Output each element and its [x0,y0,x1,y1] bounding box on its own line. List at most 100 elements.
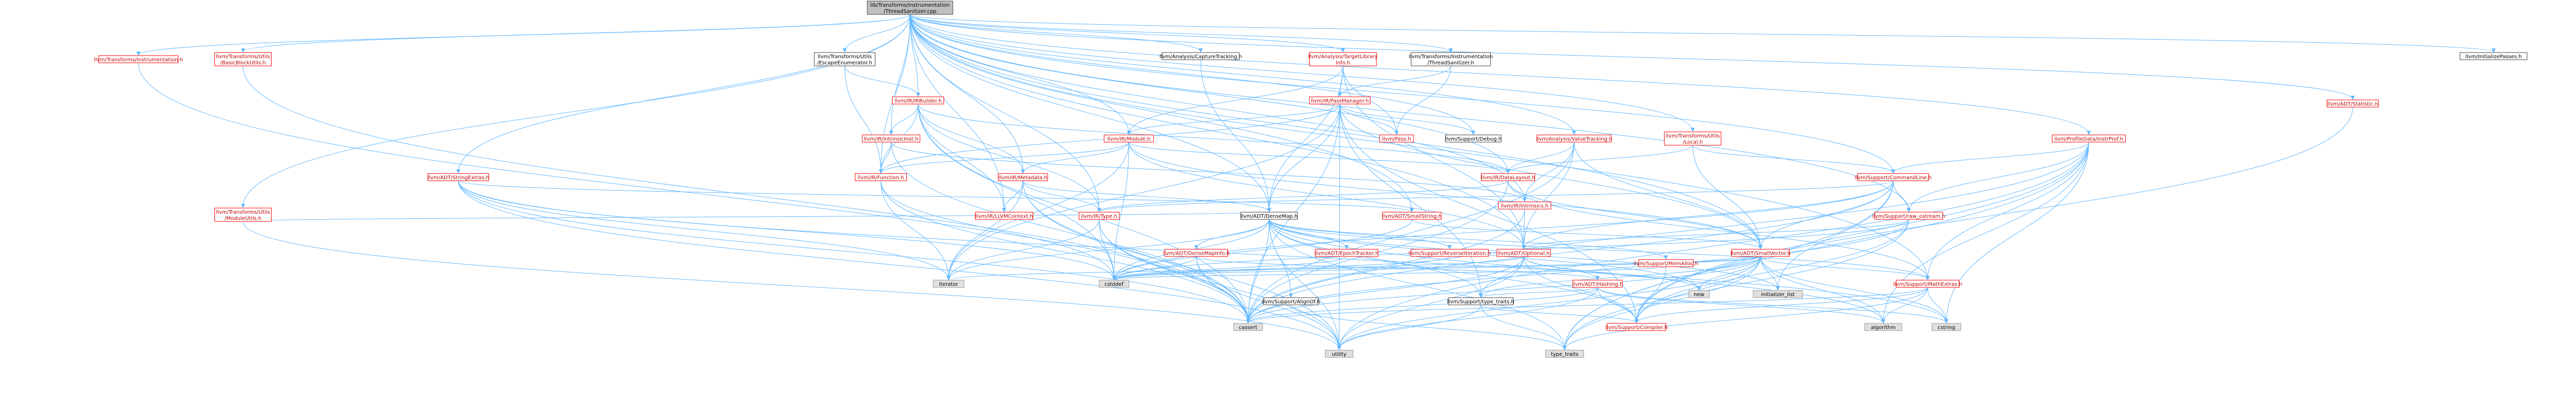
node-box [854,173,907,181]
edge [1126,104,1340,135]
node-initializerlist[interactable]: initializer_list [1753,290,1803,298]
edge-profiledata-to-utility [1337,142,2090,350]
node-function[interactable]: llvm/IR/Function.h [854,173,907,181]
edge [1337,256,1524,350]
node-label: llvm/Support/ReverseIteration.h [1409,251,1491,256]
edge [946,180,1023,280]
node-type[interactable]: llvm/IR/Type.h [1079,212,1120,220]
edge [241,14,911,53]
node-memalloc[interactable]: llvm/Support/MemAlloc.h [1634,259,1698,267]
edge [1907,142,2090,212]
node-densemapinfo[interactable]: llvm/ADT/DenseMapInfo.h [1163,249,1230,257]
node-instrumentation[interactable]: llvm/Transforms/Instrumentation.h [94,55,183,63]
node-box [892,96,945,105]
node-densemap[interactable]: llvm/ADT/DenseMap.h [1240,212,1298,220]
node-capturetracking[interactable]: llvm/Analysis/CaptureTracking.h [1159,52,1242,60]
node-datalayout[interactable]: llvm/IR/DataLayout.h [1481,173,1535,181]
edge [1507,180,1930,280]
node-typetraits[interactable]: type_traits [1545,350,1584,358]
node-optional[interactable]: llvm/ADT/Optional.h [1496,249,1551,257]
node-utilslocal[interactable]: llvm/Transforms/Utils/Local.h [1664,131,1722,146]
node-reverseiteration[interactable]: llvm/Support/ReverseIteration.h [1409,249,1491,257]
edge-irpassmanager-to-debug [1339,104,1475,135]
edge-profiledata-to-cstring [1944,142,2090,323]
node-stringextras[interactable]: llvm/ADT/StringExtras.h [428,173,490,181]
edge-valuetracking-to-optional [1521,142,1575,249]
node-cassert[interactable]: cassert [1233,323,1263,331]
edge [918,104,1025,174]
node-rawostream[interactable]: llvm/Support/raw_ostream.h [1872,212,1945,220]
node-box [1379,134,1414,143]
node-pass[interactable]: llvm/Pass.h [1379,134,1414,143]
node-profiledata[interactable]: llvm/ProfileData/InstrProf.h [2052,134,2126,143]
node-statistic[interactable]: llvm/ADT/Statistic.h [2327,99,2379,108]
edge [1634,107,2353,323]
node-new[interactable]: new [1688,290,1710,298]
node-intrinsics[interactable]: llvm/IR/Intrinsics.h [1498,201,1552,210]
node-cstddef[interactable]: cstddef [1099,280,1130,288]
edge [1522,180,1894,249]
node-threadsanitizerh[interactable]: llvm/Transforms/Instrumentation/ThreadSa… [1409,52,1493,66]
edge-densemap-to-algorithm [1269,219,1885,323]
node-initializepasses[interactable]: llvm/InitializePasses.h [2460,52,2528,60]
node-root[interactable]: lib/Transforms/Instrumentation/ThreadSan… [867,1,953,15]
node-label: llvm/Pass.h [1382,136,1411,142]
node-mathextras[interactable]: llvm/Support/MathExtras.h [1893,280,1962,288]
edge [879,142,1130,174]
edge [1523,256,1702,290]
edge-irpassmanager-to-densemap [1267,104,1340,212]
node-box [1410,52,1491,66]
edge [1394,65,1451,135]
node-basicblockutils[interactable]: llvm/Transforms/Utils/BasicBlockUtils.h [214,52,272,66]
node-moduleutils[interactable]: llvm/Transforms/Utils/ModuleUtils.h [214,208,272,222]
edge-smallvector-to-initializerlist [1760,256,1780,290]
node-intrinsicinst[interactable]: llvm/IR/IntrinsicInst.h [862,134,920,143]
node-iterator[interactable]: iterator [933,280,965,288]
edge-hashing-to-cassert [1246,287,1598,323]
edge-rawostream-to-compiler [1634,219,1909,323]
edge [910,14,1131,135]
node-commandline[interactable]: llvm/Support/CommandLine.h [1855,173,1931,181]
node-box [1099,280,1130,288]
node-box [1263,297,1319,305]
edge-layer [136,14,2496,350]
edge-optional-to-cstddef [1112,256,1524,280]
node-algorithm[interactable]: algorithm [1864,323,1902,331]
edge-alignof-to-typetraits [1290,304,1567,350]
node-utility[interactable]: utility [1325,350,1354,358]
node-label: type_traits [1551,352,1578,357]
node-box [1864,323,1902,331]
node-irpassmanager[interactable]: llvm/IR/PassManager.h [1309,96,1371,105]
edge-valuetracking-to-cassert [1245,142,1575,323]
edge [1246,142,2090,323]
node-hashing[interactable]: llvm/ADT/Hashing.h [1572,280,1623,288]
node-smallstring[interactable]: llvm/ADT/SmallString.h [1382,212,1442,220]
node-metadata[interactable]: llvm/IR/Metadata.h [998,173,1048,181]
edge [1523,256,1639,323]
edge [1574,142,1763,249]
node-escapeenumerator[interactable]: llvm/Transforms/Utils/EscapeEnumerator.h [814,52,875,66]
node-module[interactable]: llvm/IR/Module.h [1104,134,1154,143]
edge-irbuilder-to-datalayout [918,104,1510,174]
node-box [214,52,272,66]
edge-profiledata-to-compiler [1634,142,2090,323]
node-alignof[interactable]: llvm/Support/AlignOf.h [1262,297,1320,305]
node-llvmcontext[interactable]: llvm/IR/LLVMContext.h [975,212,1034,220]
node-valuetracking[interactable]: llvm/Analysis/ValueTracking.h [1536,134,1612,143]
node-cstring[interactable]: cstring [1931,323,1961,331]
edge [458,180,1250,323]
node-irbuilder[interactable]: llvm/IR/IRBuilder.h [892,96,945,105]
node-epochtracker[interactable]: llvm/ADT/EpochTracker.h [1315,249,1378,257]
node-box [1688,290,1710,298]
edge-smallvector-to-algorithm [1760,256,1885,323]
node-label: llvm/Analysis/CaptureTracking.h [1159,54,1242,60]
node-debug[interactable]: llvm/Support/Debug.h [1445,134,1502,143]
node-smallvector[interactable]: llvm/ADT/SmallVector.h [1730,249,1791,257]
edge-hashing-to-algorithm [1597,287,1885,323]
edge [1339,104,1483,298]
edge-module-to-datalayout [1129,142,1510,174]
node-compiler[interactable]: llvm/Support/Compiler.h [1605,323,1668,331]
node-label: llvm/IR/Metadata.h [999,175,1048,181]
node-typetraitsh[interactable]: llvm/Support/type_traits.h [1447,297,1514,305]
